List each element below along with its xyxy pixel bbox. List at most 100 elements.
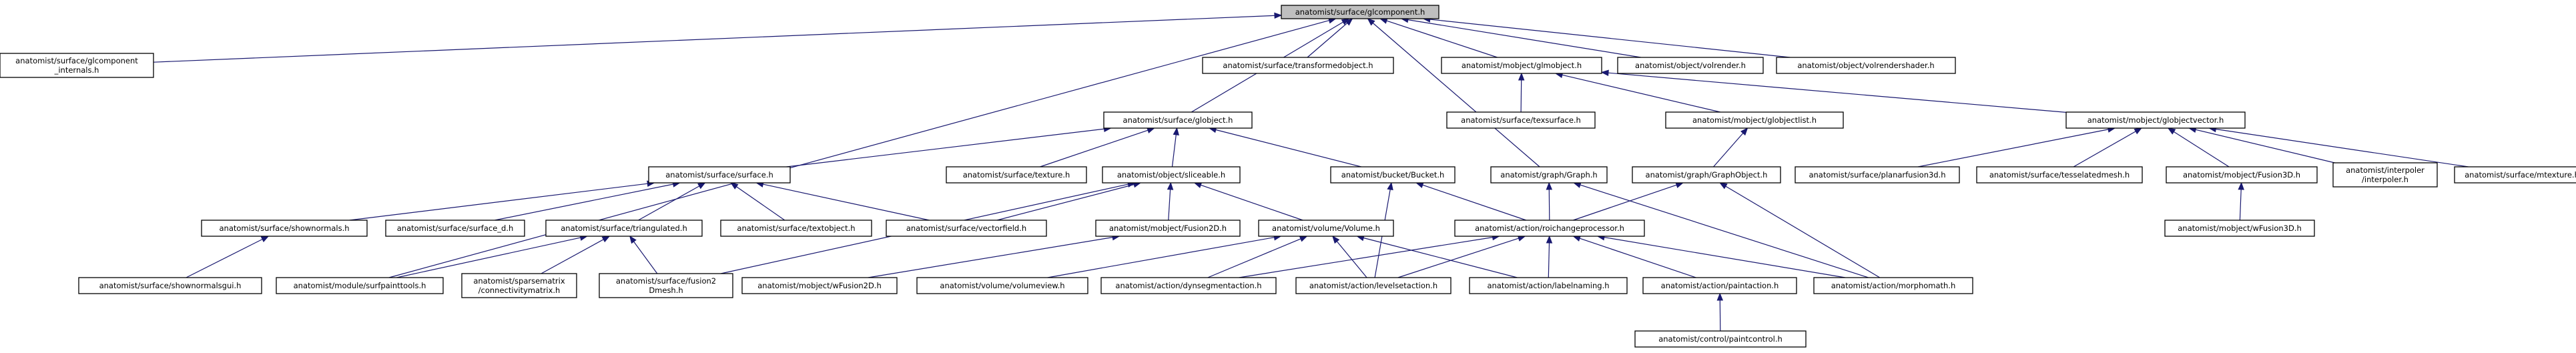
node-box [648,166,791,184]
node-vecfield[interactable]: anatomist/surface/vectorfield.h [886,220,1047,237]
node-sparse[interactable]: anatomist/sparsematrix/connectivitymatri… [461,273,577,298]
edge-line [349,183,648,221]
node-box [720,220,872,237]
edge-arrowhead-icon [1299,236,1308,242]
edge-line [1363,237,1518,278]
node-label: anatomist/mobject/globjectlist.h [1692,115,1817,125]
node-label: anatomist/surface/textobject.h [737,224,855,233]
node-morphomath[interactable]: anatomist/action/morphomath.h [1813,277,1973,294]
node-surfd[interactable]: anatomist/surface/surface_d.h [385,220,525,237]
node-texsurf[interactable]: anatomist/surface/texsurface.h [1446,111,1596,129]
node-roichange[interactable]: anatomist/action/roichangeprocessor.h [1454,220,1645,237]
node-label: anatomist/surface/texture.h [963,170,1070,180]
node-label: anatomist/graph/Graph.h [1500,170,1597,180]
edge-line [2216,128,2469,167]
edge-bucket-roichange [1415,182,1526,221]
edge-volume-volview [1047,234,1282,278]
node-box [916,277,1088,294]
edge-arrowhead-icon [2134,127,2143,135]
node-transf[interactable]: anatomist/surface/transformedobject.h [1202,57,1394,74]
edge-arrowhead-icon [1167,182,1174,190]
node-wfusion2d[interactable]: anatomist/mobject/wFusion2D.h [741,277,898,294]
node-box [599,273,733,298]
edge-line [763,184,930,221]
edge-roichange-morphomath [1596,234,1846,278]
edge-root-surfpaint [388,17,1337,278]
node-texture[interactable]: anatomist/surface/texture.h [946,166,1087,184]
node-fusion3d[interactable]: anatomist/mobject/Fusion3D.h [2166,166,2318,184]
node-label: anatomist/surface/vectorfield.h [906,224,1026,233]
node-globject[interactable]: anatomist/surface/globject.h [1103,111,1253,129]
edge-line [1548,242,1550,278]
node-shown[interactable]: anatomist/surface/shownormals.h [201,220,368,237]
node-planar[interactable]: anatomist/surface/planarfusion3d.h [1795,166,1960,184]
node-label: anatomist/module/surfpainttools.h [294,281,426,290]
edge-line [1407,19,1641,58]
edge-arrowhead-icon [697,182,706,190]
edge-arrowhead-icon [1332,235,1340,244]
edge-line [541,239,604,274]
node-bucket[interactable]: anatomist/bucket/Bucket.h [1330,166,1456,184]
node-fusion2d[interactable]: anatomist/mobject/Fusion2D.h [1095,220,1241,237]
node-box [1100,277,1277,294]
node-volrender[interactable]: anatomist/object/volrender.h [1617,57,1764,74]
node-glmobj[interactable]: anatomist/mobject/glmobject.h [1441,57,1602,74]
node-mtexture[interactable]: anatomist/surface/mtexture.h [2454,166,2576,184]
node-globjvec[interactable]: anatomist/mobject/globjectvector.h [2065,111,2246,129]
node-paintcontrol[interactable]: anatomist/control/paintcontrol.h [1634,330,1807,348]
node-label: anatomist/surface/triangulated.h [561,224,687,233]
edge-arrowhead-icon [1173,127,1179,135]
node-box [461,273,577,298]
node-box [0,53,154,78]
node-textobj[interactable]: anatomist/surface/textobject.h [720,220,872,237]
node-surface[interactable]: anatomist/surface/surface.h [648,166,791,184]
node-showngui[interactable]: anatomist/surface/shownormalsgui.h [78,277,262,294]
edge-globjvec-interpoler [2188,126,2335,163]
node-box [545,220,703,237]
node-label: anatomist/mobject/Fusion2D.h [1109,224,1227,233]
node-label: anatomist/action/roichangeprocessor.h [1475,224,1624,233]
edge-arrowhead-icon [1546,235,1553,244]
node-box [78,277,262,294]
node-paintaction[interactable]: anatomist/action/paintaction.h [1642,277,1797,294]
node-volrshader[interactable]: anatomist/object/volrendershader.h [1776,57,1956,74]
node-volume[interactable]: anatomist/volume/Volume.h [1258,220,1394,237]
node-label: anatomist/surface/tesselatedmesh.h [1989,170,2130,180]
edge-line [1239,237,1493,278]
node-graphobj[interactable]: anatomist/graph/GraphObject.h [1632,166,1781,184]
node-label: anatomist/action/labelnaming.h [1487,281,1609,290]
node-box [1976,166,2143,184]
node-surfpaint[interactable]: anatomist/module/surfpainttools.h [276,277,444,294]
node-globjlist[interactable]: anatomist/mobject/globjectlist.h [1665,111,1844,129]
node-graph[interactable]: anatomist/graph/Graph.h [1490,166,1608,184]
node-tessel[interactable]: anatomist/surface/tesselatedmesh.h [1976,166,2143,184]
edge-arrowhead-icon [1716,292,1724,301]
node-box [1295,277,1452,294]
edge-line [1386,20,1498,58]
node-box [1102,166,1241,184]
node-dynseg[interactable]: anatomist/action/dynsegmentaction.h [1100,277,1277,294]
edge-globjlist-graphobj [1713,127,1748,167]
edge-arrowhead-icon [2238,182,2244,190]
node-box [886,220,1047,237]
node-wfusion3d[interactable]: anatomist/mobject/wFusion3D.h [2164,220,2315,237]
edge-surface-triang [638,182,706,221]
node-volview[interactable]: anatomist/volume/volumeview.h [916,277,1088,294]
edge-globject-texture [1040,127,1155,167]
node-box [1642,277,1797,294]
edge-line [1917,129,2109,167]
node-labelnaming[interactable]: anatomist/action/labelnaming.h [1469,277,1628,294]
edge-line [1372,23,1540,167]
node-triang[interactable]: anatomist/surface/triangulated.h [545,220,703,237]
node-sliceable[interactable]: anatomist/object/sliceable.h [1102,166,1241,184]
node-label: anatomist/surface/surface.h [665,170,773,180]
node-label: anatomist/mobject/glmobject.h [1462,61,1582,70]
node-interpoler[interactable]: anatomist/interpoler/interpoler.h [2332,162,2438,188]
node-box [1634,330,1807,348]
node-levelset[interactable]: anatomist/action/levelsetaction.h [1295,277,1452,294]
edge-graph-roichange [1546,182,1553,221]
node-glci[interactable]: anatomist/surface/glcomponent_internals.… [0,53,154,78]
node-label: /connectivitymatrix.h [478,286,561,295]
node-root[interactable]: anatomist/surface/glcomponent.h [1281,5,1439,19]
